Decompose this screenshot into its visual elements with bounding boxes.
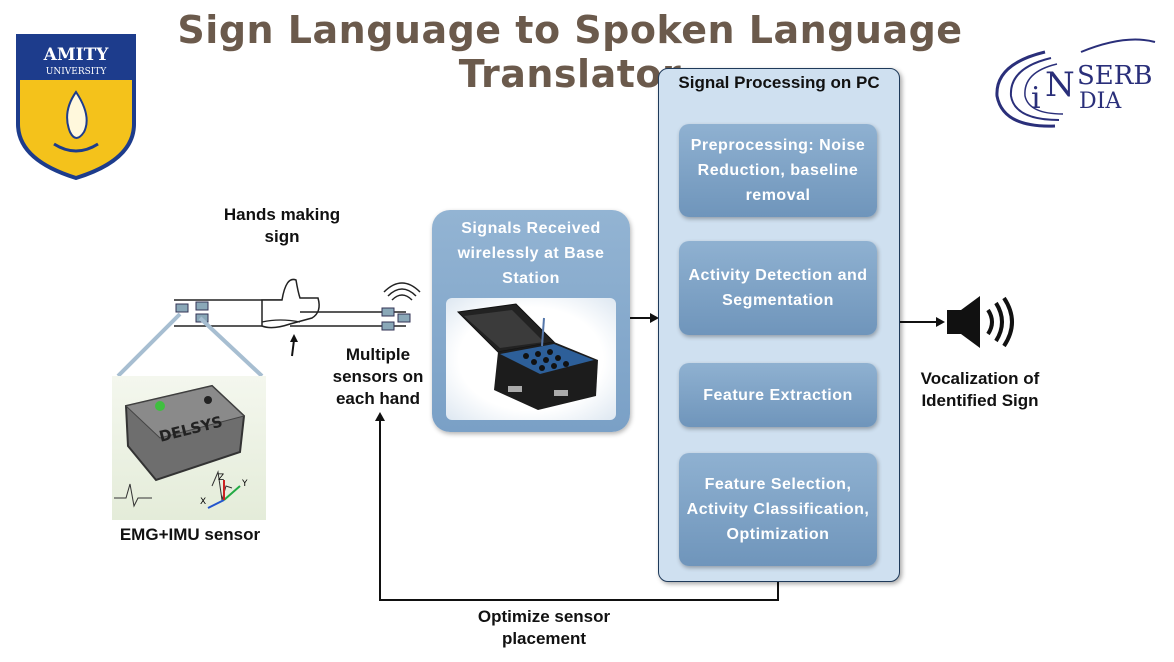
inserb-i: i	[1031, 81, 1041, 116]
svg-text:X: X	[200, 497, 206, 507]
hand-thumbs-up	[261, 278, 320, 329]
svg-text:UNIVERSITY: UNIVERSITY	[46, 67, 108, 77]
sensor-right-3	[381, 321, 395, 331]
signal-processing-title: Signal Processing on PC	[678, 73, 880, 92]
optimize-label: Optimize sensor placement	[477, 607, 611, 648]
sensor-left-1	[175, 303, 189, 313]
svg-text:Y: Y	[241, 479, 248, 489]
svg-text:AMITY: AMITY	[43, 45, 110, 65]
inserb-dia: DIA	[1079, 89, 1122, 114]
base-station-box: Signals Received wirelessly at Base Stat…	[432, 210, 630, 432]
inserb-n: N	[1045, 65, 1075, 105]
step-activity-detection: Activity Detection and Segmentation	[679, 241, 877, 335]
emg-imu-label: EMG+IMU sensor	[119, 525, 261, 544]
wireless-icon	[383, 282, 421, 301]
step-feature-extraction: Feature Extraction	[679, 363, 877, 427]
page-title: Sign Language to Spoken Language Transla…	[177, 8, 963, 96]
multiple-sensors-label: Multiple sensors on each hand	[332, 345, 424, 408]
amity-logo: AMITY UNIVERSITY	[14, 32, 138, 181]
speaker-icon	[947, 296, 1014, 348]
emg-sensor-image: DELSYS X Y Z	[112, 376, 266, 520]
vocalization-label: Vocalization of Identified Sign	[920, 369, 1040, 410]
step-preprocessing: Preprocessing: Noise Reduction, baseline…	[679, 124, 877, 217]
sensor-right-2	[397, 313, 411, 323]
sensor-left-2	[195, 301, 209, 311]
svg-text:Z: Z	[218, 473, 224, 483]
base-station-image	[446, 298, 616, 420]
sensor-right-1	[381, 307, 395, 317]
inserb-logo: i N SERB DIA	[985, 34, 1165, 134]
step-feature-selection: Feature Selection, Activity Classificati…	[679, 453, 877, 566]
hands-label: Hands making sign	[223, 205, 341, 246]
inserb-serb: SERB	[1077, 61, 1152, 91]
base-station-text: Signals Received wirelessly at Base Stat…	[457, 220, 605, 287]
